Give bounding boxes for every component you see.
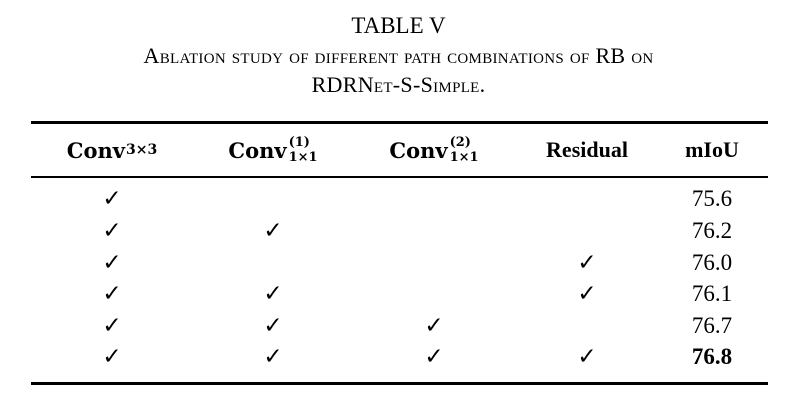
miou-value: 76.2 (691, 218, 733, 243)
header-miou: mIoU (685, 137, 739, 162)
check-icon: ✓ (577, 281, 597, 307)
header-residual: Residual (546, 137, 628, 162)
miou-value: 76.1 (691, 281, 733, 306)
header-conv1x1-2: Conv (2) 1×1 (389, 124, 478, 176)
bottom-rule (31, 382, 768, 385)
header-conv3x3-base: Conv (66, 137, 125, 163)
miou-value: 76.7 (691, 313, 733, 338)
check-icon: ✓ (263, 344, 283, 370)
check-icon: ✓ (102, 250, 122, 276)
header-conv1x1-1-sup: (1) (288, 135, 310, 150)
table-row: ✓ 75.6 (0, 183, 797, 215)
header-conv1x1-1-base: Conv (228, 137, 287, 163)
check-icon: ✓ (424, 344, 444, 370)
header-conv1x1-1: Conv (1) 1×1 (228, 124, 317, 176)
table-caption: Ablation study of different path combina… (40, 41, 757, 99)
header-conv1x1-2-sup: (2) (449, 135, 471, 150)
check-icon: ✓ (102, 344, 122, 370)
table-row: ✓ ✓ 76.2 (0, 215, 797, 247)
table-row: ✓ ✓ ✓ 76.1 (0, 278, 797, 310)
check-icon: ✓ (577, 250, 597, 276)
header-conv1x1-1-sub: 1×1 (288, 150, 318, 165)
check-icon: ✓ (263, 218, 283, 244)
check-icon: ✓ (263, 281, 283, 307)
caption-line-2: RDRNet-S-Simple. (311, 72, 486, 97)
mid-rule (31, 176, 768, 178)
miou-value-best: 76.8 (691, 344, 733, 369)
table-row: ✓ ✓ ✓ ✓ 76.8 (0, 341, 797, 373)
check-icon: ✓ (102, 186, 122, 212)
miou-value: 76.0 (691, 250, 733, 275)
header-conv3x3-sub: 3×3 (125, 142, 158, 158)
header-conv1x1-2-sub: 1×1 (449, 150, 479, 165)
check-icon: ✓ (263, 313, 283, 339)
table-row: ✓ ✓ ✓ 76.7 (0, 310, 797, 342)
check-icon: ✓ (102, 218, 122, 244)
caption-line-1: Ablation study of different path combina… (143, 43, 654, 68)
check-icon: ✓ (102, 281, 122, 307)
miou-value: 75.6 (691, 186, 733, 211)
check-icon: ✓ (102, 313, 122, 339)
check-icon: ✓ (577, 344, 597, 370)
check-icon: ✓ (424, 313, 444, 339)
table-label: TABLE V (351, 13, 446, 38)
top-rule (31, 121, 768, 124)
table-row: ✓ ✓ 76.0 (0, 247, 797, 279)
header-conv1x1-2-base: Conv (389, 137, 448, 163)
